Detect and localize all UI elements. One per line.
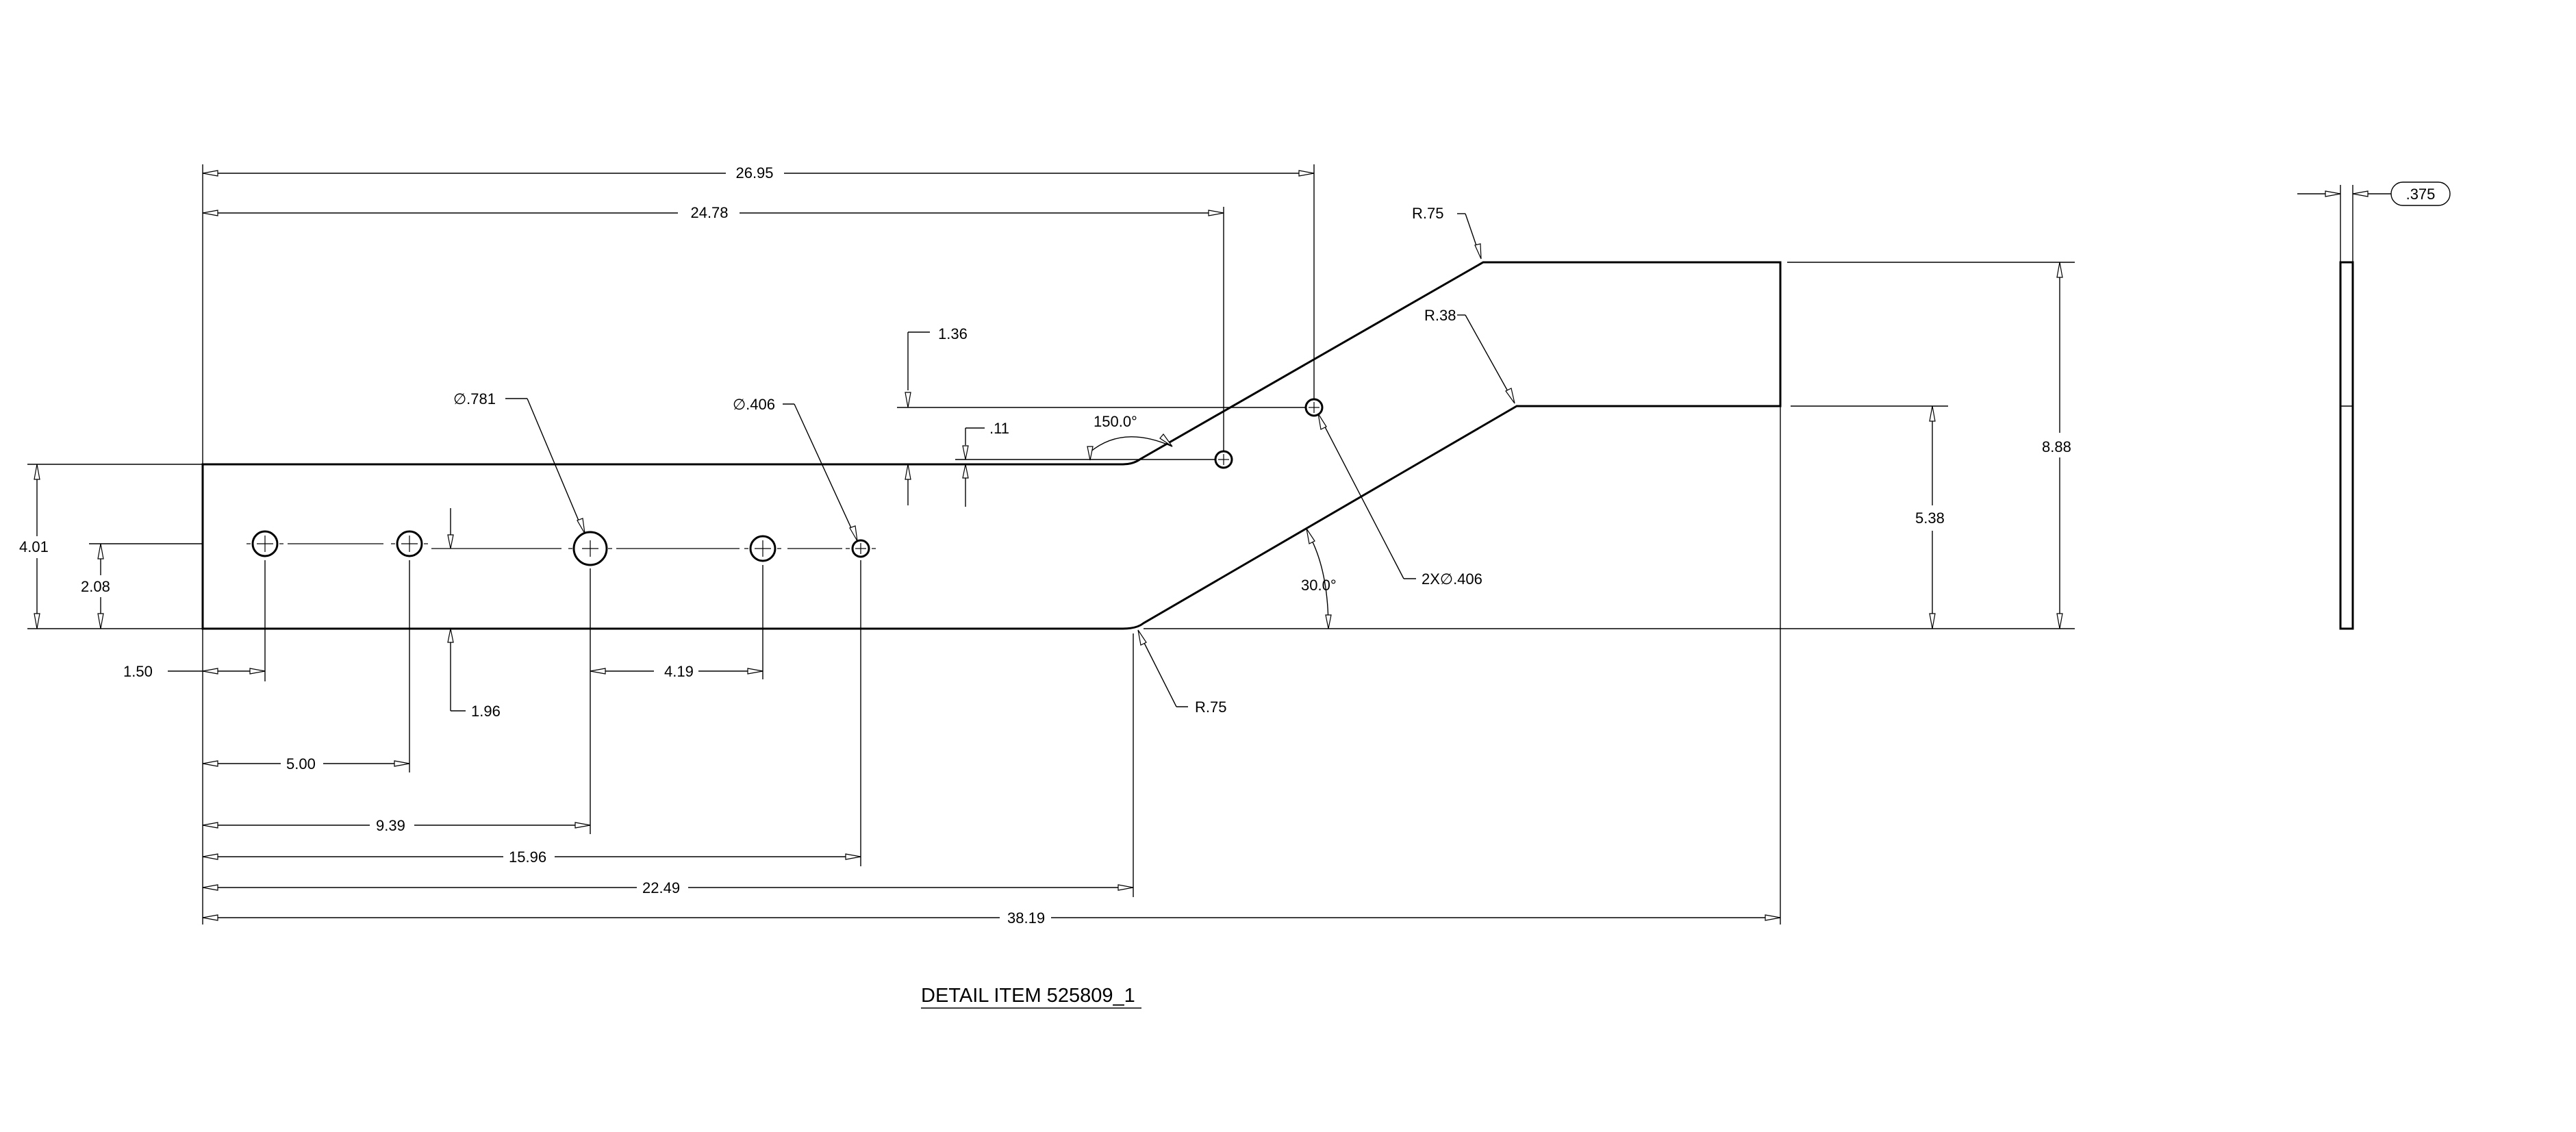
dim-text-r75-top: R.75 bbox=[1412, 205, 1443, 222]
leader-r75-bottom: R.75 bbox=[1137, 629, 1226, 716]
hole-3-dia-781 bbox=[568, 531, 612, 566]
dim-text-1-36: 1.36 bbox=[938, 325, 968, 342]
leader-r75-top: R.75 bbox=[1412, 205, 1482, 260]
hole-4 bbox=[744, 535, 781, 562]
dim-text-15-96: 15.96 bbox=[509, 848, 546, 866]
dim-text-24-78: 24.78 bbox=[690, 204, 728, 221]
dim-1-50: 1.50 bbox=[123, 663, 266, 680]
hole-2 bbox=[391, 530, 428, 557]
part-outline bbox=[201, 261, 1782, 630]
dim-text-5-38: 5.38 bbox=[1915, 510, 1945, 527]
dim-22-49: 22.49 bbox=[202, 879, 1134, 896]
dim-15-96: 15.96 bbox=[202, 848, 861, 866]
dim-4-19: 4.19 bbox=[590, 663, 763, 680]
dim-text-8-88: 8.88 bbox=[2042, 438, 2071, 455]
dim-text-4-01: 4.01 bbox=[19, 538, 49, 555]
leader-dia-781: ∅.781 bbox=[453, 390, 585, 534]
dim-text-1-96: 1.96 bbox=[471, 703, 501, 720]
dim-30-deg: 30.0° bbox=[1301, 528, 1337, 629]
dim-text-5-00: 5.00 bbox=[286, 755, 316, 772]
dim-text-22-49: 22.49 bbox=[642, 879, 680, 896]
side-view bbox=[2339, 185, 2354, 630]
thickness-callout-box bbox=[2390, 181, 2451, 206]
dim-text-150-deg: 150.0° bbox=[1094, 413, 1137, 430]
dim-150-deg: 150.0° bbox=[1087, 413, 1173, 461]
dim-text-2-08: 2.08 bbox=[81, 578, 110, 595]
hole-5-dia-406 bbox=[846, 539, 876, 558]
hole-centerline bbox=[288, 543, 842, 549]
dim-text-dia-781: ∅.781 bbox=[453, 390, 496, 407]
dim-1-96: 1.96 bbox=[447, 508, 501, 720]
dim-9-39: 9.39 bbox=[202, 817, 591, 834]
dim-text-38-19: 38.19 bbox=[1007, 909, 1045, 927]
dim-thickness: .375 bbox=[2297, 181, 2451, 206]
dim-text-9-39: 9.39 bbox=[376, 817, 405, 834]
dim-0-11: .11 bbox=[962, 420, 1009, 507]
hole-1 bbox=[247, 530, 283, 557]
dim-text-r38: R.38 bbox=[1424, 307, 1456, 324]
dim-text-4-19: 4.19 bbox=[664, 663, 694, 680]
dim-text-30-deg: 30.0° bbox=[1301, 577, 1337, 594]
dim-1-36: 1.36 bbox=[905, 325, 968, 505]
dim-8-88: 8.88 bbox=[2042, 262, 2071, 629]
dim-38-19: 38.19 bbox=[202, 909, 1781, 927]
dim-2-08: 2.08 bbox=[81, 543, 110, 629]
dim-text-dia-406: ∅.406 bbox=[733, 396, 775, 413]
title-text: DETAIL ITEM 525809_1 bbox=[921, 985, 1135, 1007]
dim-5-00: 5.00 bbox=[202, 755, 410, 772]
hole-6-2x-dia-406 bbox=[1214, 450, 1233, 469]
leader-2x-dia-406: 2X∅.406 bbox=[1317, 413, 1482, 588]
dim-text-r75-bottom: R.75 bbox=[1195, 699, 1226, 716]
dim-24-78: 24.78 bbox=[202, 204, 1224, 221]
extension-lines bbox=[27, 164, 2075, 925]
dim-text-1-50: 1.50 bbox=[123, 663, 153, 680]
drawing-title: DETAIL ITEM 525809_1 bbox=[921, 985, 1141, 1009]
dim-text-thickness: .375 bbox=[2406, 186, 2436, 203]
dim-26-95: 26.95 bbox=[202, 164, 1315, 181]
dim-4-01: 4.01 bbox=[19, 464, 49, 629]
dim-text-26-95: 26.95 bbox=[735, 164, 773, 181]
hole-7-2x-dia-406 bbox=[1304, 398, 1324, 417]
dim-text-0-11: .11 bbox=[989, 420, 1009, 437]
leader-dia-406: ∅.406 bbox=[733, 396, 858, 542]
leader-r38: R.38 bbox=[1424, 307, 1515, 404]
dim-5-38: 5.38 bbox=[1915, 405, 1945, 629]
dim-text-2x-dia-406: 2X∅.406 bbox=[1422, 570, 1482, 588]
